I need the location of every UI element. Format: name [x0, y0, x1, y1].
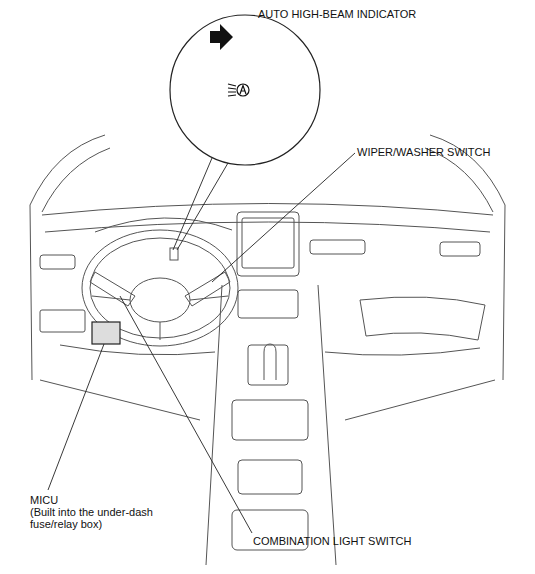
center-stack-right — [318, 285, 336, 565]
left-vent — [40, 255, 75, 269]
center-screen — [237, 212, 299, 276]
dash-face-line — [45, 222, 490, 232]
right-floor-line — [345, 380, 495, 420]
left-a-pillar — [30, 135, 105, 205]
shifter-gate — [248, 345, 288, 385]
center-stack-left — [206, 285, 222, 565]
micu-leader — [48, 344, 104, 490]
auto-badge-letter — [240, 86, 246, 95]
callout-label: (Built into the under-dash fuse/relay bo… — [30, 506, 180, 530]
left-a-pillar-inner — [42, 148, 110, 212]
climate-panel — [238, 290, 298, 318]
callout-label: COMBINATION LIGHT SWITCH — [253, 535, 473, 547]
left-switch-panel — [40, 310, 85, 332]
left-door-edge — [30, 205, 32, 380]
callout-label: AUTO HIGH-BEAM INDICATOR — [258, 8, 478, 20]
direction-arrow — [210, 24, 233, 50]
steering-hub — [130, 278, 190, 322]
steering-wheel — [82, 230, 238, 346]
right-vent — [310, 240, 365, 254]
callout-label: WIPER/WASHER SWITCH — [357, 146, 527, 158]
right-outer-vent — [440, 242, 480, 256]
right-knee-panel — [325, 348, 480, 355]
beam-lines — [228, 84, 236, 96]
wiper-leader — [212, 153, 355, 282]
magnify-circle — [170, 15, 320, 165]
callout-label: MICU — [30, 494, 150, 506]
zoom-leader — [173, 158, 228, 250]
auto-badge — [237, 84, 249, 96]
glovebox — [360, 297, 485, 340]
micu-box — [92, 322, 120, 344]
dash-top-line — [42, 204, 493, 216]
right-stalk — [185, 272, 230, 306]
right-a-pillar — [430, 135, 505, 205]
right-door-edge — [503, 205, 505, 380]
combination-leader — [120, 296, 252, 533]
left-floor-line — [40, 380, 200, 420]
left-knee-panel — [60, 345, 215, 355]
left-stalk — [90, 272, 135, 306]
console-tray — [232, 400, 308, 440]
shifter-lever — [264, 344, 276, 380]
console-cupholder — [238, 460, 302, 494]
center-screen-inner — [242, 218, 294, 268]
